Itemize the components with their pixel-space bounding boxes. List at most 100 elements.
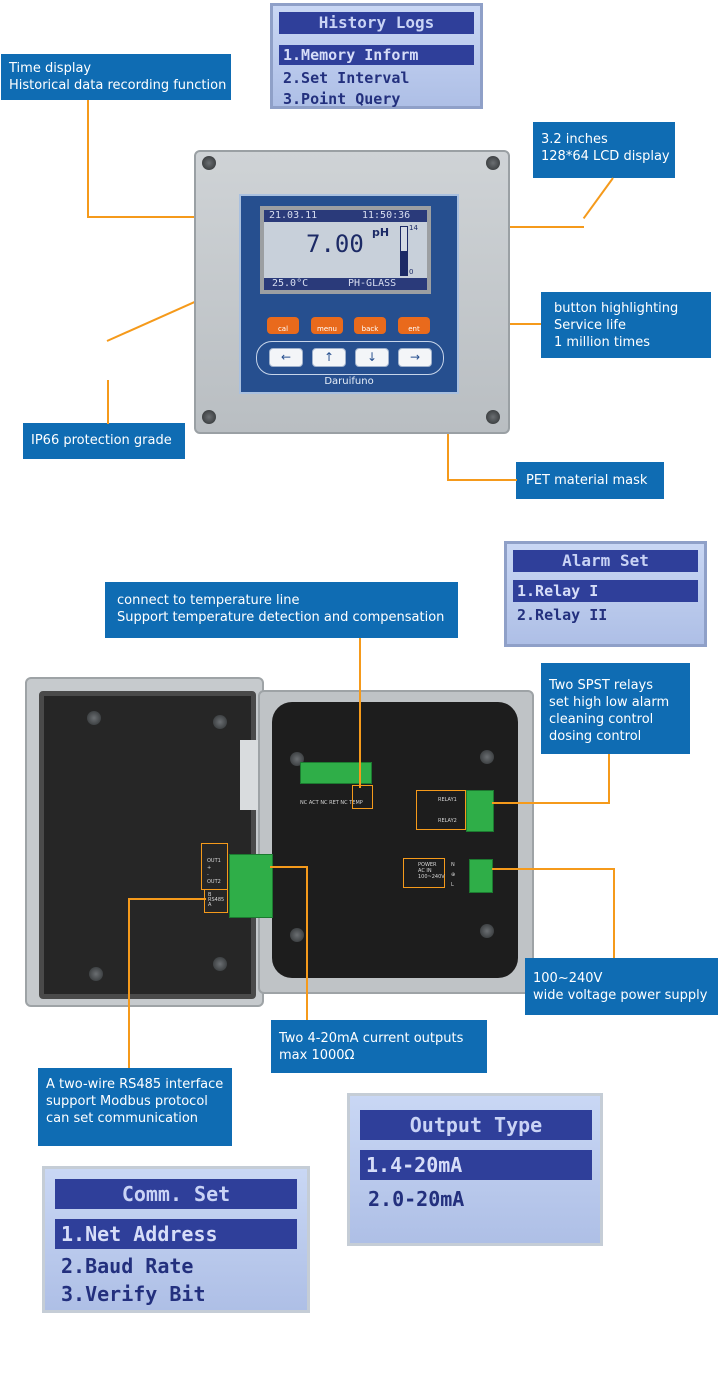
rs485-highlight-box — [204, 889, 228, 913]
screw — [486, 156, 500, 170]
relay-highlight-box — [416, 790, 466, 830]
terminal-label: RET — [329, 800, 339, 806]
lcd-title: Output Type — [360, 1110, 592, 1140]
leader-line — [128, 898, 130, 1068]
lcd-date: 21.03.11 — [269, 210, 318, 221]
menu-key[interactable]: menu — [311, 317, 343, 334]
screw — [87, 711, 101, 725]
terminal-label: NC — [320, 800, 328, 806]
key-label: ent — [408, 325, 420, 333]
lcd-bar-bottom: 0 — [409, 268, 414, 276]
lcd-menu-item: 2.Set Interval — [283, 69, 410, 87]
terminal-label: NC — [300, 800, 308, 806]
terminal-label: TEMP — [349, 800, 363, 806]
callout-pet: PET material mask — [516, 462, 664, 499]
lcd-level-bar — [400, 226, 408, 276]
arrow-key-rail — [256, 341, 444, 375]
callout-line: dosing control — [549, 729, 642, 744]
output-type-lcd: Output Type 1.4-20mA 2.0-20mA — [347, 1093, 603, 1246]
screw — [480, 750, 494, 764]
callout-lcd-spec: 3.2 inches 128*64 LCD display — [533, 122, 675, 178]
leader-line — [582, 177, 614, 220]
callout-line: Service life — [554, 318, 626, 333]
leader-line — [128, 898, 206, 900]
key-label: menu — [317, 325, 337, 333]
relay-terminal-block — [466, 790, 494, 832]
relay2-label: RELAY2 — [438, 818, 457, 824]
screw — [213, 957, 227, 971]
lcd-menu-item: 1.Net Address — [55, 1219, 297, 1249]
key-label: cal — [277, 325, 289, 333]
out-labels: OUT1 + - OUT2 — [207, 858, 221, 886]
lcd-value: 7.00 — [306, 230, 364, 258]
callout-ip66: IP66 protection grade — [23, 423, 185, 459]
leader-line — [359, 638, 361, 788]
out-label: - — [207, 872, 209, 878]
output-terminal-block — [229, 854, 273, 918]
callout-relays: Two SPST relays set high low alarm clean… — [541, 663, 690, 754]
callout-line: Two SPST relays — [549, 678, 654, 693]
screw — [290, 928, 304, 942]
up-arrow-button[interactable]: ↑ — [312, 348, 346, 367]
lcd-menu-item: 1.Relay I — [513, 580, 698, 602]
lcd-title: History Logs — [279, 12, 474, 34]
lcd-menu-item: 1.Memory Inform — [279, 45, 474, 65]
leader-line — [492, 802, 610, 804]
right-arrow-button[interactable]: → — [398, 348, 432, 367]
callout-line: max 1000Ω — [279, 1048, 355, 1063]
callout-rs485: A two-wire RS485 interface support Modbu… — [38, 1068, 232, 1146]
callout-line: can set communication — [46, 1111, 199, 1126]
history-logs-lcd: History Logs 1.Memory Inform 2.Set Inter… — [270, 3, 483, 109]
terminal-labels-top: NC ACT NC RET NC TEMP — [300, 800, 375, 806]
ent-key[interactable]: ent — [398, 317, 430, 334]
lcd-bar-top: 14 — [409, 224, 418, 232]
callout-temperature: connect to temperature line Support temp… — [105, 582, 458, 638]
lcd-menu-item: 2.0-20mA — [368, 1187, 465, 1211]
callout-line: 1 million times — [554, 335, 650, 350]
power-pins: N ⊕ L — [451, 860, 455, 890]
left-arrow-icon: ← — [280, 350, 292, 364]
leader-line — [492, 868, 614, 870]
rs485-label: B — [208, 892, 212, 898]
callout-line: Two 4-20mA current outputs — [279, 1031, 464, 1046]
callout-line: A two-wire RS485 interface — [46, 1077, 224, 1092]
callout-line: 100~240V — [533, 971, 603, 986]
back-key[interactable]: back — [354, 317, 386, 334]
down-arrow-icon: ↓ — [366, 350, 378, 364]
callout-line: Time display — [9, 61, 92, 76]
callout-line: connect to temperature line — [117, 593, 300, 608]
temp-highlight-box — [352, 785, 373, 809]
leader-line — [107, 380, 109, 424]
out-label: + — [207, 865, 212, 871]
left-arrow-button[interactable]: ← — [269, 348, 303, 367]
lcd-menu-item: 3.Verify Bit — [61, 1282, 206, 1306]
up-arrow-icon: ↑ — [323, 350, 335, 364]
front-panel: 21.03.11 11:50:36 7.00 pH 14 0 25.0°C PH… — [239, 194, 459, 394]
rs485-labels: B RS485 A — [208, 893, 224, 908]
key-label: back — [361, 325, 379, 333]
rs485-label: A — [208, 902, 212, 908]
power-label-line: 100~240V — [418, 874, 445, 880]
callout-line: wide voltage power supply — [533, 988, 708, 1003]
power-pin: ⊕ — [451, 872, 456, 878]
power-highlight-box — [403, 858, 445, 888]
screw — [486, 410, 500, 424]
comm-set-lcd: Comm. Set 1.Net Address 2.Baud Rate 3.Ve… — [42, 1166, 310, 1313]
leader-line — [306, 866, 308, 1020]
leader-line — [87, 100, 89, 218]
leader-line — [613, 868, 615, 960]
cal-key[interactable]: cal — [267, 317, 299, 334]
leader-line — [270, 866, 307, 868]
callout-line: 128*64 LCD display — [541, 149, 670, 164]
lcd-time: 11:50:36 — [362, 210, 411, 221]
power-pin: L — [451, 882, 454, 888]
power-label-line: POWER — [418, 862, 437, 868]
leader-line — [106, 301, 196, 342]
down-arrow-button[interactable]: ↓ — [355, 348, 389, 367]
main-lcd: 21.03.11 11:50:36 7.00 pH 14 0 25.0°C PH… — [260, 206, 431, 294]
lcd-menu-item: 2.Relay II — [517, 606, 608, 624]
out-label: OUT1 — [207, 858, 221, 864]
lcd-sensor: PH-GLASS — [348, 278, 397, 289]
temp-terminal-block — [300, 762, 372, 784]
screw — [202, 410, 216, 424]
